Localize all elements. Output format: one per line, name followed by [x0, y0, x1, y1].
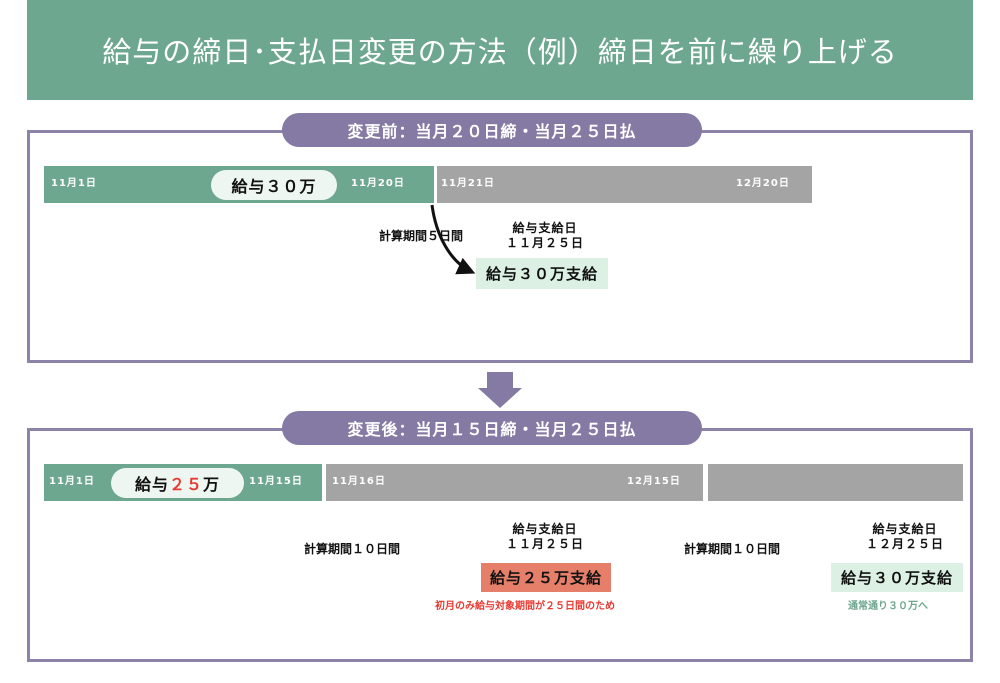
after-second-payment-text: 給与３０万支給 — [841, 567, 953, 588]
before-curved-arrow-icon — [432, 205, 472, 272]
after-second-payday-label: 給与支給日 — [850, 522, 960, 537]
down-arrow-icon — [478, 372, 522, 408]
after-title: 変更後：当月１５日締・当月２５日払 — [347, 416, 636, 440]
after-second-payment-box: 給与３０万支給 — [831, 563, 963, 592]
after-second-calc-period: 計算期間１０日間 — [684, 540, 780, 557]
after-next-cutoff-date: 12月15日 — [627, 464, 681, 500]
after-first-calc-period: 計算期間１０日間 — [304, 540, 400, 557]
after-following-period-bar — [708, 464, 963, 501]
after-title-pill: 変更後：当月１５日締・当月２５日払 — [282, 411, 702, 445]
after-next-start-date: 11月16日 — [332, 464, 386, 500]
after-cutoff-date: 11月15日 — [249, 464, 303, 500]
after-first-payment-box: 給与２５万支給 — [481, 563, 611, 592]
after-salary-bubble: 給与 ２５ 万 — [111, 468, 244, 498]
after-start-date: 11月1日 — [49, 464, 95, 500]
after-salary-prefix: 給与 — [135, 471, 169, 495]
after-second-payday-date: １２月２５日 — [850, 537, 960, 552]
after-second-note: 通常通り３０万へ — [848, 597, 928, 612]
after-first-payment-text: 給与２５万支給 — [490, 567, 602, 588]
after-first-payday-date: １１月２５日 — [490, 537, 600, 552]
after-first-payday: 給与支給日 １１月２５日 — [490, 522, 600, 552]
after-second-payday: 給与支給日 １２月２５日 — [850, 522, 960, 552]
after-first-note: 初月のみ給与対象期間が２５日間のため — [435, 597, 615, 612]
after-salary-amount: ２５ — [169, 471, 203, 495]
after-first-payday-label: 給与支給日 — [490, 522, 600, 537]
after-salary-suffix: 万 — [203, 471, 220, 495]
